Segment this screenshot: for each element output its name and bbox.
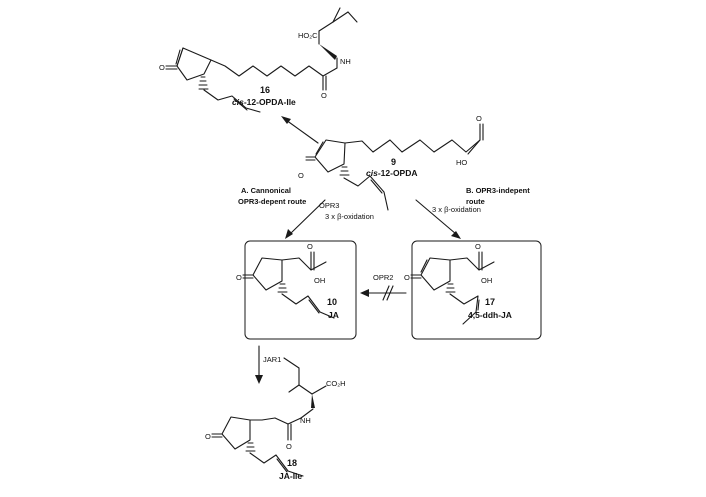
oh-label-17: OH (481, 276, 492, 285)
oh-label-10: OH (314, 276, 325, 285)
compound-10-box (244, 240, 357, 340)
arrow-9-to-10 (285, 199, 326, 239)
amide-o-16: O (321, 91, 327, 100)
compound-16-structure (165, 7, 358, 113)
route-a-title: A. Cannonical (241, 186, 291, 195)
compound-10-structure (242, 251, 335, 319)
amide-o-18: O (286, 442, 292, 451)
enzyme-opr3: OPR3 (319, 201, 339, 210)
enzyme-opr2: OPR2 (373, 273, 393, 282)
acid-o-17: O (475, 242, 481, 251)
ketone-o-10: O (236, 273, 242, 282)
nh-label-18: NH (300, 416, 311, 425)
compound-9-structure (305, 123, 484, 211)
arrow-10-to-18 (255, 345, 263, 384)
compound-number-16: 16 (260, 85, 270, 95)
compound-17-structure (410, 251, 495, 325)
compound-number-9: 9 (391, 157, 396, 167)
compound-number-18: 18 (287, 458, 297, 468)
compound-17-box (411, 240, 542, 340)
acid-o-10: O (307, 242, 313, 251)
arrow-17-to-10-blocked (360, 285, 407, 301)
compound-number-10: 10 (327, 297, 337, 307)
compound-name-16: cis-12-OPDA-Ile (232, 97, 296, 107)
acid-o-9: O (476, 114, 482, 123)
nh-label-16: NH (340, 57, 351, 66)
compound-name-9: cis-12-OPDA (366, 168, 418, 178)
ketone-o-17: O (404, 273, 410, 282)
compound-name-10: JA (328, 310, 339, 320)
route-b-subtitle: route (466, 197, 485, 206)
oh-label-9: HO (456, 158, 467, 167)
compound-number-17: 17 (485, 297, 495, 307)
beta-oxidation-a: 3 x β-oxidation (325, 212, 374, 221)
arrow-9-to-17 (415, 199, 461, 239)
route-b-title: B. OPR3-indepent (466, 186, 530, 195)
compound-name-18: JA-Ile (279, 471, 302, 481)
compound-18-structure (211, 357, 327, 477)
enzyme-jar1: JAR1 (263, 355, 281, 364)
acid-label-16: HO₂C (298, 31, 318, 40)
beta-oxidation-b: 3 x β-oxidation (432, 205, 481, 214)
acid-label-18: CO₂H (326, 379, 346, 388)
ketone-o-9: O (298, 171, 304, 180)
ketone-o-16: O (159, 63, 165, 72)
compound-name-17: 4,5-ddh-JA (468, 310, 512, 320)
arrow-9-to-16 (281, 116, 319, 144)
route-a-subtitle: OPR3-depent route (238, 197, 306, 206)
ketone-o-18: O (205, 432, 211, 441)
